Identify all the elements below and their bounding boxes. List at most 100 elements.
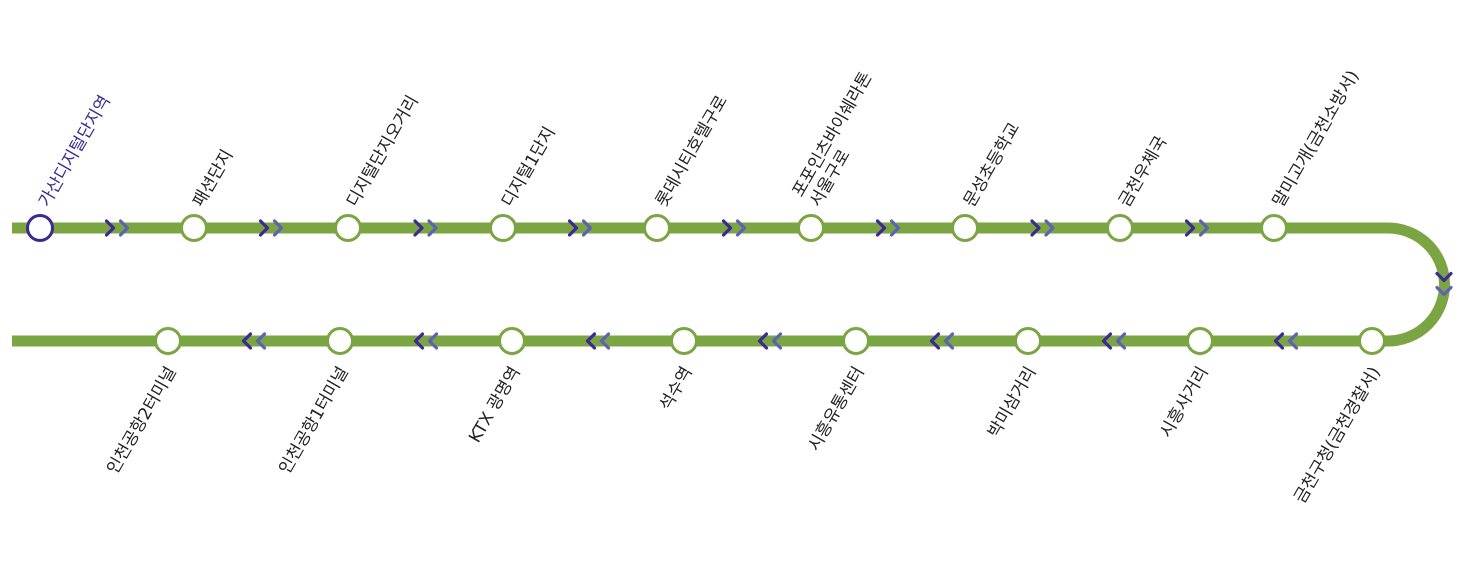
chevron-icon [581,219,593,237]
direction-arrow-icon [875,219,901,237]
station-label-line: 패션단지 [189,146,238,210]
direction-arrow-icon [1030,219,1055,237]
station-label: 포포인츠바이쉐라톤서울구로 [789,69,894,211]
station-marker[interactable] [334,214,362,242]
station-marker[interactable] [498,327,526,355]
station-marker[interactable] [1186,327,1214,355]
direction-arrow-icon [104,219,130,237]
station-label-line: 인천공항2터미널 [103,364,180,478]
chevron-icon [241,332,253,350]
chevron-icon [272,219,284,237]
chevron-icon [1101,332,1113,350]
chevron-icon [1287,332,1299,350]
direction-arrows [104,219,1453,350]
route-track [12,222,1450,347]
chevron-icon [735,219,747,237]
station-marker[interactable] [951,214,979,242]
station-label-line: 시흥유통센터 [804,364,868,455]
chevron-icon [104,219,116,237]
chevron-icon [721,219,733,237]
station-label: 석수역 [656,364,697,415]
station-marker[interactable] [1358,327,1386,355]
chevron-icon [427,332,439,350]
direction-arrow-icon [241,332,267,350]
chevron-icon [889,219,901,237]
chevron-icon [929,332,941,350]
chevron-icon [118,219,130,237]
station-label-line: 석수역 [656,364,697,415]
chevron-icon [943,332,955,350]
current-station-label: 가산디지털단지역 [35,92,115,210]
direction-arrow-icon [258,219,284,237]
direction-arrow-icon [721,219,747,237]
station-label-line: 인천공항1터미널 [275,364,352,478]
station-label-line: KTX 광명역 [465,364,524,447]
station-label-line: 금천우체국 [1115,133,1171,211]
direction-arrow-icon [1273,332,1299,350]
chevron-icon [1273,332,1285,350]
chevron-icon [1198,219,1210,237]
chevron-icon [1435,285,1453,297]
stations [26,214,1386,355]
station-label: 시흥유통센터 [804,364,868,455]
chevron-icon [427,219,438,237]
station-label-line: 박미삼거리 [984,364,1040,442]
station-marker[interactable] [1106,214,1134,242]
station-label: 인천공항1터미널 [275,364,352,478]
station-marker[interactable] [643,214,671,242]
station-label-line: 디지털1단지 [498,123,560,210]
direction-arrow-icon [413,219,438,237]
station-marker[interactable] [326,327,354,355]
chevron-icon [1044,219,1055,237]
chevron-icon [413,219,424,237]
station-label: 롯데시티호텔구로 [652,92,732,210]
station-marker[interactable] [154,327,182,355]
station-label-line: 롯데시티호텔구로 [652,92,732,210]
chevron-icon [1184,219,1196,237]
direction-arrow-icon [413,332,439,350]
direction-arrow-icon [1101,332,1127,350]
route-line [12,222,1450,347]
station-label-line: 디지털단지오거리 [343,92,423,210]
station-marker[interactable] [489,214,517,242]
chevron-icon [413,332,425,350]
chevron-icon [585,332,597,350]
station-label: 문성초등학교 [960,119,1024,210]
station-label: 말미고개(금천소방서) [1269,67,1363,210]
chevron-icon [255,332,267,350]
station-labels: 가산디지털단지역 패션단지 디지털단지오거리 디지털1단지 롯데시티호텔구로 포포인츠바이… [35,67,1385,507]
station-marker[interactable] [670,327,698,355]
current-station-marker[interactable] [26,214,54,242]
station-label: 디지털단지오거리 [343,92,423,210]
station-label-line: 문성초등학교 [960,119,1024,210]
chevron-icon [599,332,611,350]
station-label: 인천공항2터미널 [103,364,180,478]
direction-arrow-icon [585,332,611,350]
station-label-line: 가산디지털단지역 [35,92,115,210]
station-label-line: 시흥사거리 [1156,364,1212,442]
chevron-icon [567,219,579,237]
chevron-icon [1030,219,1041,237]
chevron-icon [258,219,270,237]
station-label: KTX 광명역 [465,364,524,447]
chevron-icon [875,219,887,237]
chevron-icon [1115,332,1127,350]
direction-arrow-icon [757,332,783,350]
station-label: 시흥사거리 [1156,364,1212,442]
station-marker[interactable] [842,327,870,355]
station-marker[interactable] [1260,214,1288,242]
station-label: 금천우체국 [1115,133,1171,211]
station-marker[interactable] [1014,327,1042,355]
station-label: 금천구청(금천경찰서) [1290,364,1384,507]
direction-arrow-icon [929,332,955,350]
direction-arrow-icon [567,219,593,237]
station-label-line: 말미고개(금천소방서) [1269,67,1363,210]
station-label-line: 금천구청(금천경찰서) [1290,364,1384,507]
station-marker[interactable] [797,214,825,242]
chevron-icon [771,332,783,350]
station-label: 패션단지 [189,146,238,210]
station-marker[interactable] [180,214,208,242]
chevron-icon [757,332,769,350]
station-label: 박미삼거리 [984,364,1040,442]
